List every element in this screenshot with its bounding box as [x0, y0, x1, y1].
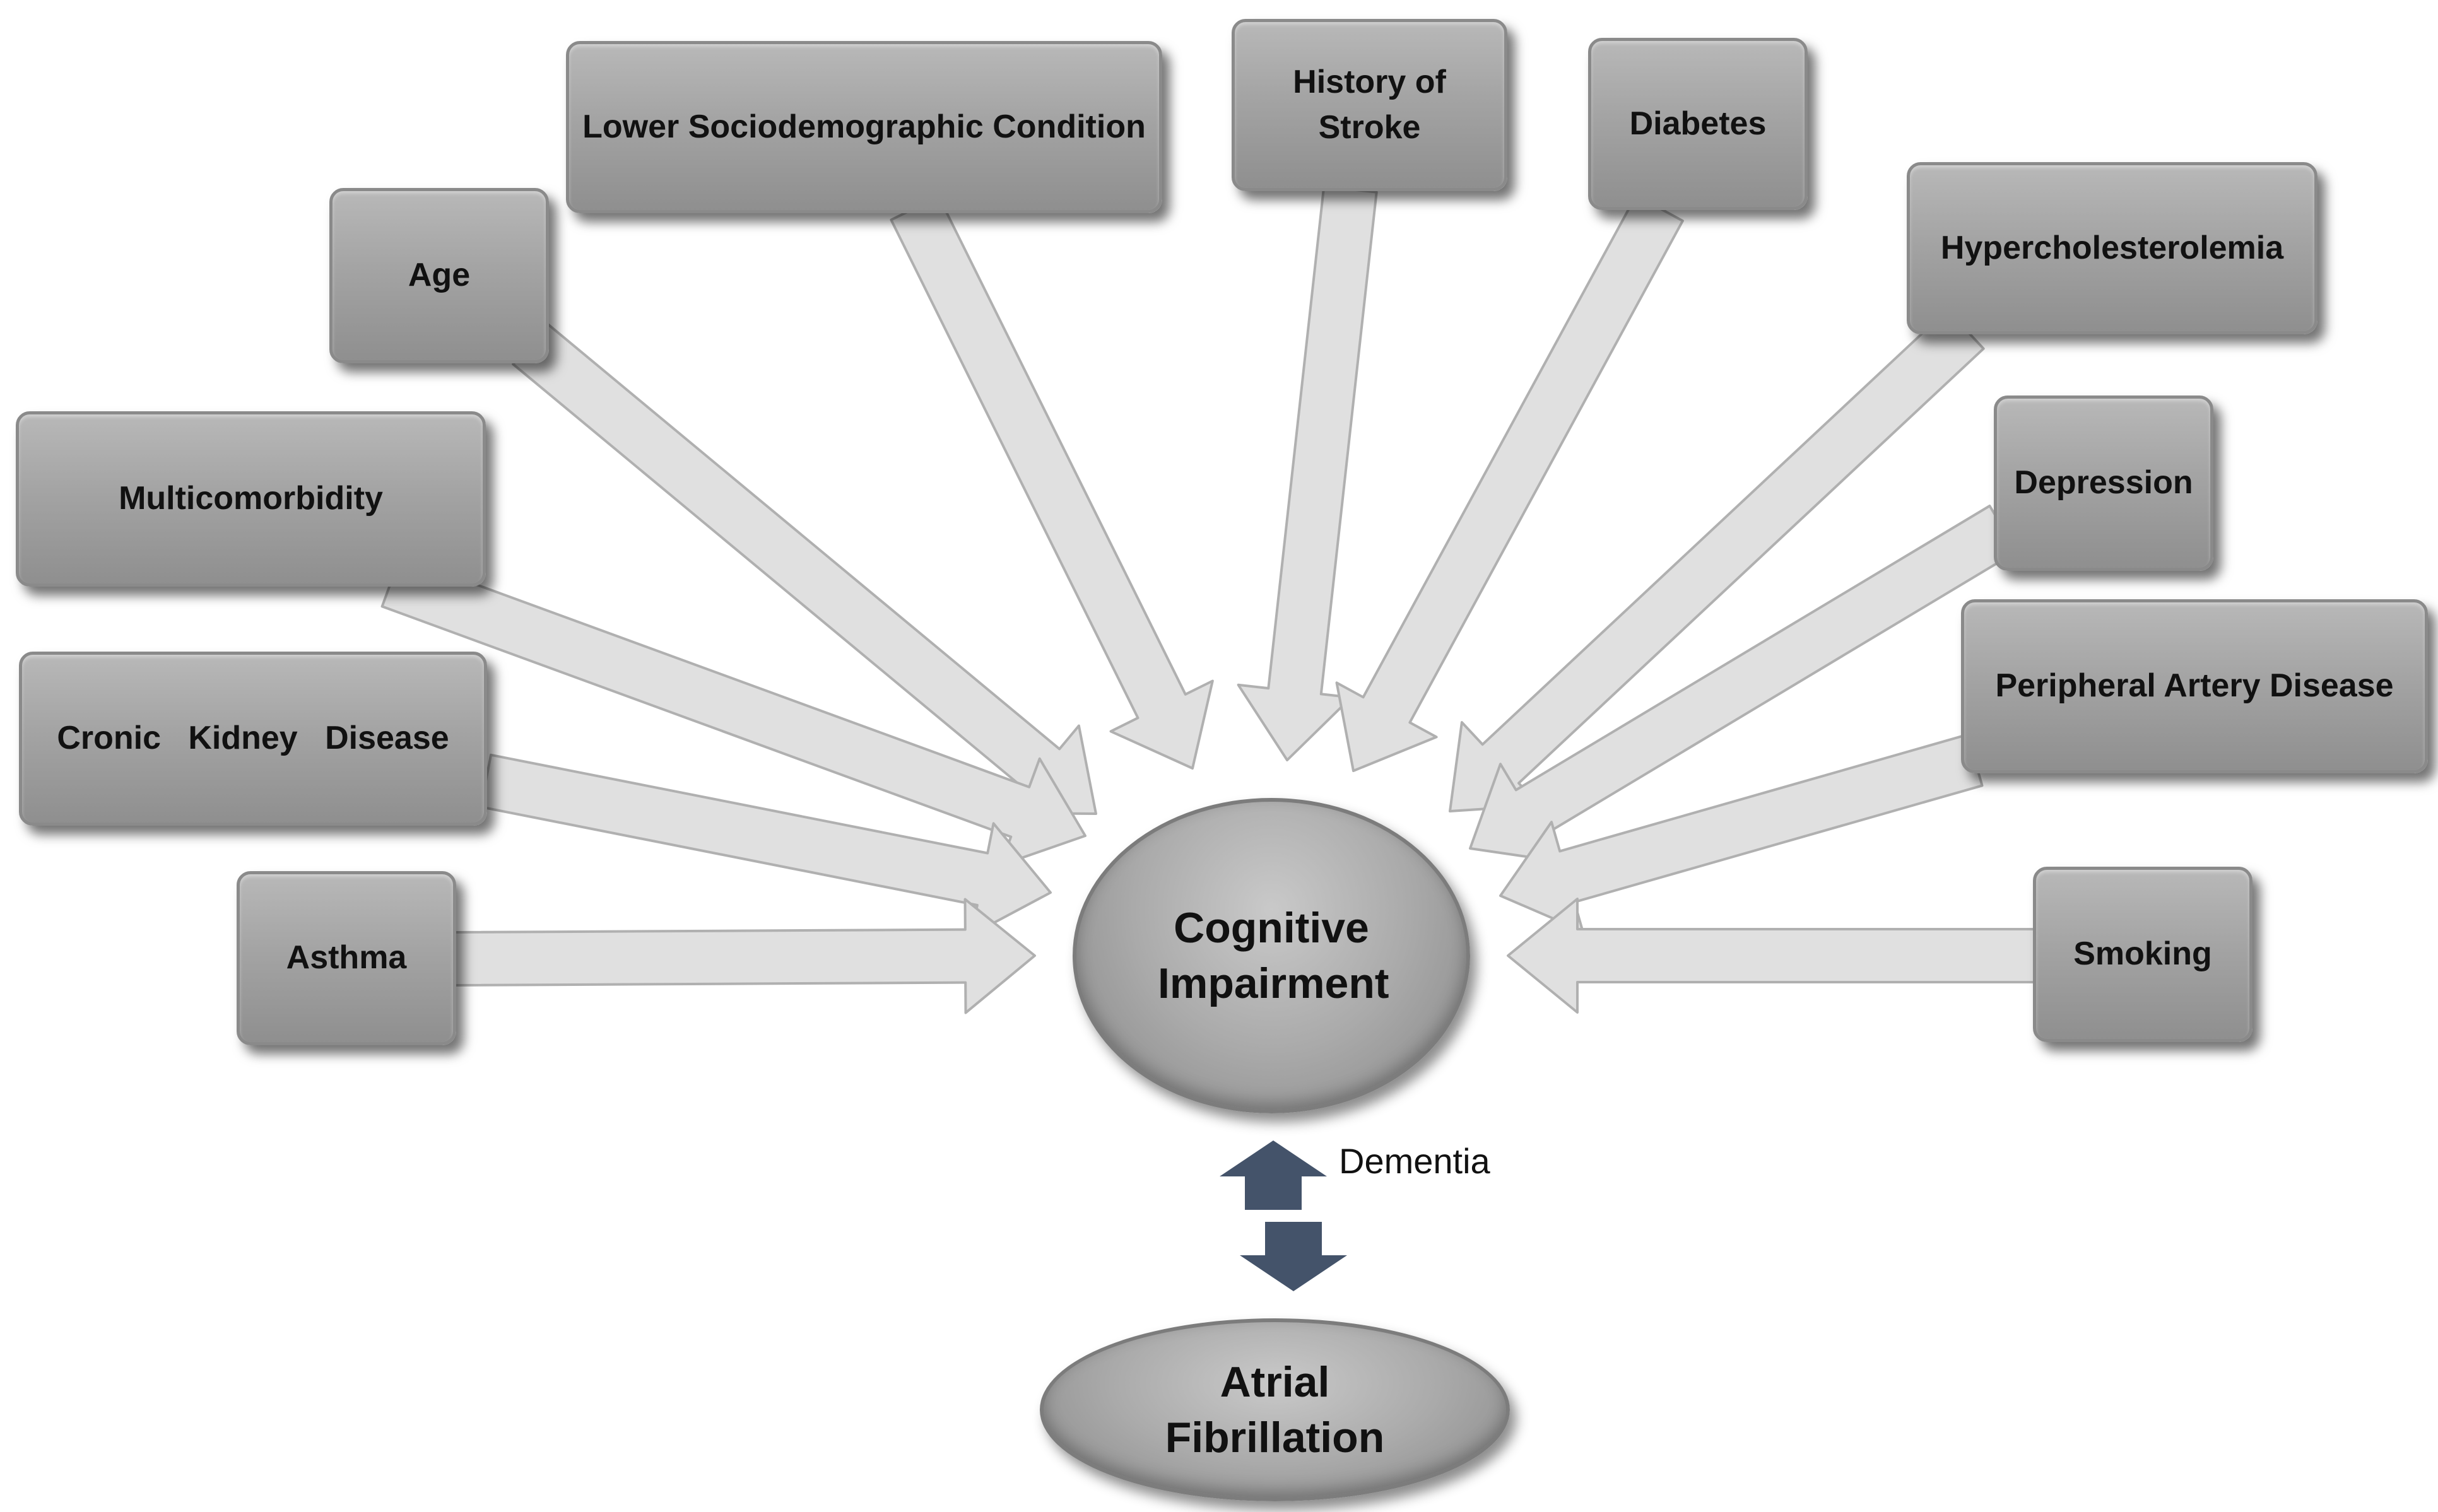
cognitive-impairment-label: Cognitive Impairment	[1158, 903, 1389, 1007]
dementia-label: Dementia	[1339, 1141, 1490, 1181]
factor-cronic-kidney-disease: Cronic Kidney Disease	[19, 652, 487, 826]
factor-multicomorbidity: Multicomorbidity	[16, 411, 486, 587]
factor-depression: Depression	[1994, 396, 2213, 571]
factor-label: Lower Sociodemographic Condition	[582, 108, 1146, 145]
factor-label: Age	[408, 257, 471, 294]
arrow-smoking	[1507, 898, 2039, 1014]
factor-smoking: Smoking	[2033, 867, 2252, 1042]
factor-arrows	[380, 185, 2039, 1014]
arrow-asthma	[452, 898, 1036, 1014]
factor-label: Depression	[2014, 464, 2193, 501]
arrow-depression	[1469, 505, 2018, 863]
factor-peripheral-artery-disease: Peripheral Artery Disease	[1961, 599, 2428, 773]
factor-history-of-stroke: History of Stroke	[1232, 19, 1507, 191]
atrial-fibrillation-label: Atrial Fibrillation	[1165, 1357, 1385, 1462]
arrow-history-of-stroke	[1237, 185, 1378, 761]
factor-lower-sociodemographic: Lower Sociodemographic Condition	[566, 41, 1162, 213]
factor-label: Hypercholesterolemia	[1940, 229, 2284, 266]
atrial-fibrillation-node: Atrial Fibrillation	[1040, 1318, 1510, 1501]
cognitive-impairment-node: Cognitive Impairment	[1073, 798, 1470, 1113]
arrow-lower-sociodemographic	[890, 195, 1214, 770]
factor-diabetes: Diabetes	[1588, 38, 1808, 210]
factor-label: History of Stroke	[1293, 63, 1446, 146]
arrow-diabetes	[1335, 194, 1684, 772]
factor-label: Peripheral Artery Disease	[1995, 667, 2394, 705]
factor-label: Diabetes	[1629, 105, 1767, 142]
factor-age: Age	[329, 188, 549, 363]
dementia-arrow-up	[1220, 1140, 1327, 1210]
factor-label: Smoking	[2073, 935, 2212, 973]
factor-asthma: Asthma	[237, 871, 456, 1045]
dementia-double-arrow	[1220, 1140, 1347, 1291]
factor-hypercholesterolemia: Hypercholesterolemia	[1907, 162, 2317, 334]
factor-label: Multicomorbidity	[119, 480, 383, 517]
dementia-arrow-down	[1240, 1222, 1347, 1291]
factor-label: Cronic Kidney Disease	[57, 720, 449, 757]
arrow-peripheral-artery-disease	[1499, 733, 1984, 933]
factor-label: Asthma	[286, 939, 407, 976]
